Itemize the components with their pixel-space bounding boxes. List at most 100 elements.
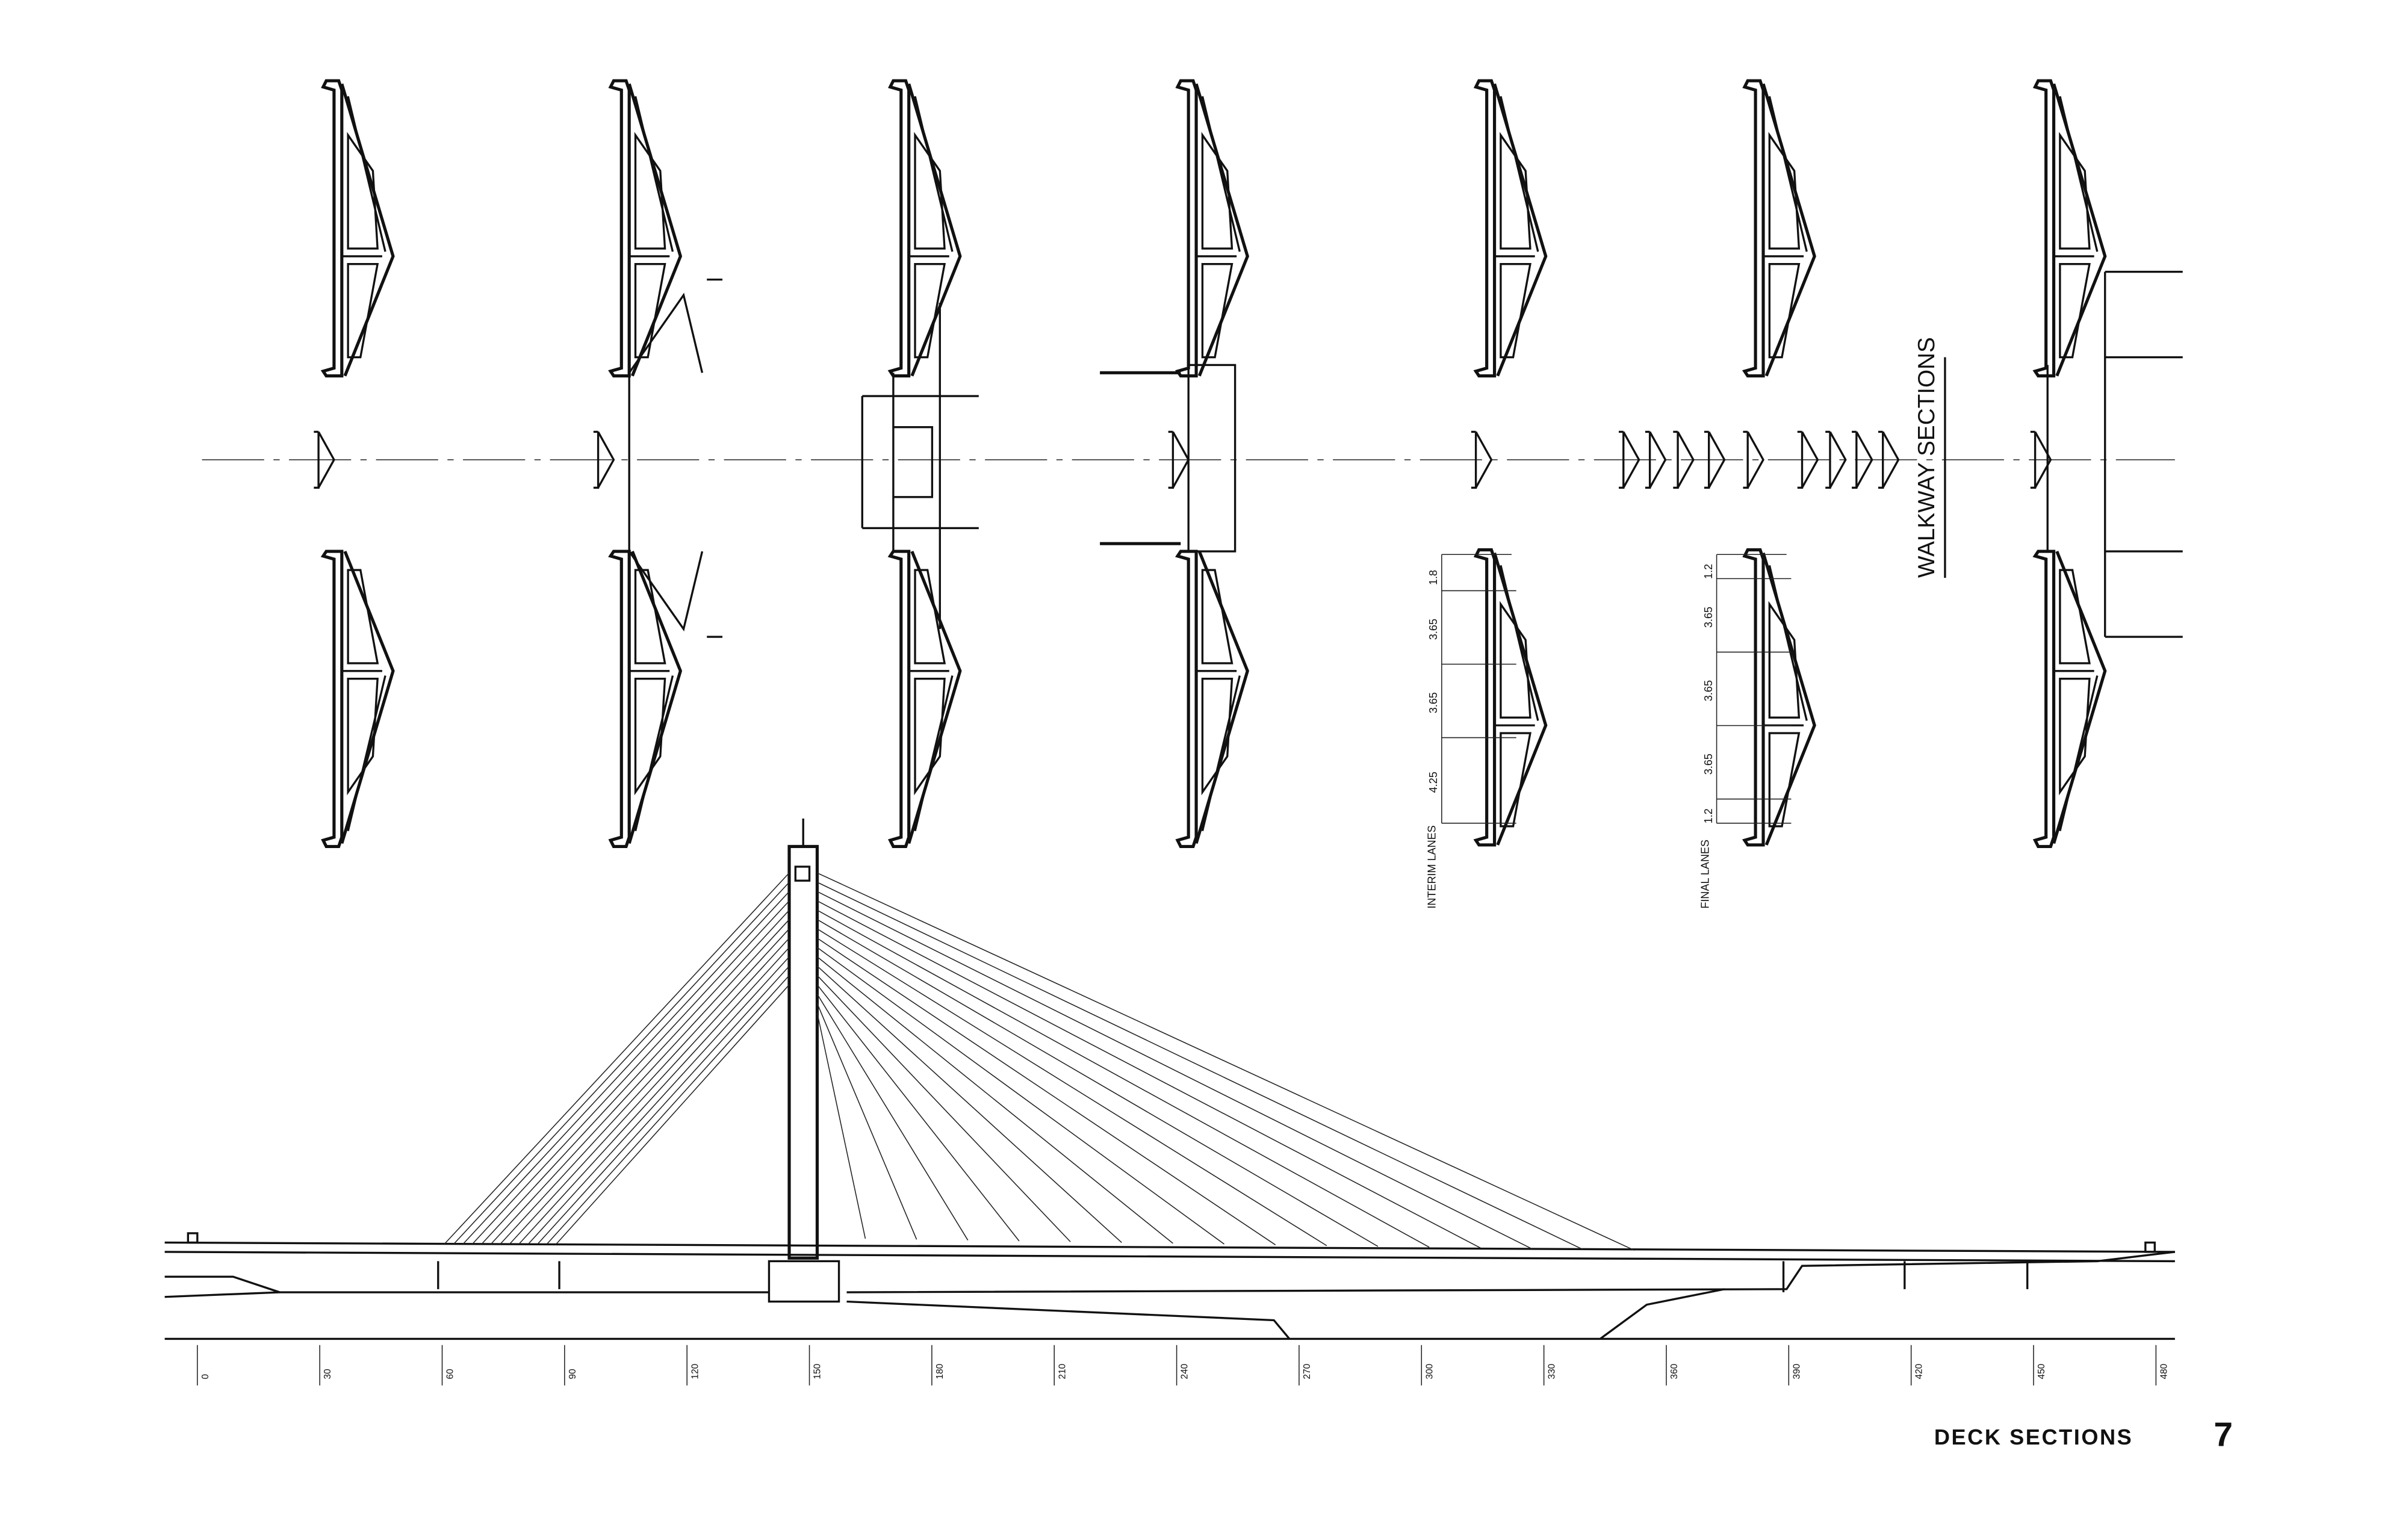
forestay-cable: [816, 965, 1122, 1243]
forestay-cable: [816, 984, 1020, 1242]
forestay-cable: [817, 872, 1635, 1251]
forestay-cable: [817, 919, 1379, 1247]
deck-section-upper: [1745, 81, 1814, 376]
deck-section-lower: [2035, 551, 2105, 846]
bridge-elevation: [164, 818, 2176, 1340]
walkway-section: [1878, 430, 1900, 489]
final-lanes-label: FINAL LANES: [1699, 840, 1711, 909]
backstay-cable: [527, 956, 790, 1245]
piers: [437, 1261, 2029, 1293]
deck-section-upper: [1178, 81, 1247, 376]
dimension-label: 4.25: [1427, 772, 1439, 793]
walkway-section: [1645, 430, 1667, 489]
backstay-cable: [462, 891, 790, 1245]
walkway-section: [1852, 430, 1873, 489]
walkway-section: [1704, 430, 1726, 489]
deck-section-upper: [610, 81, 680, 376]
interim-lanes-label: INTERIM LANES: [1426, 825, 1438, 908]
deck-section-lower: [1745, 550, 1814, 845]
dimension-label: 1.8: [1427, 570, 1439, 585]
forestay-cable: [817, 909, 1430, 1248]
forestay-cable: [817, 882, 1583, 1250]
backstay-cable: [481, 909, 790, 1245]
ground-line: [164, 1251, 2176, 1293]
walkway-section: [1471, 430, 1493, 489]
deck-section-lower: [1178, 551, 1247, 846]
pylon-foundation: [768, 1260, 840, 1303]
scale-tick-label: 120: [690, 1364, 700, 1380]
scale-tick-label: 30: [323, 1369, 333, 1379]
scale-tick-label: 150: [813, 1364, 823, 1380]
connection-detail: [628, 278, 723, 638]
scale-tick-label: 330: [1547, 1364, 1557, 1380]
backstay-cable: [518, 947, 790, 1245]
page-title: DECK SECTIONS: [1934, 1425, 2133, 1449]
walkway-section: [1619, 430, 1640, 489]
walkway-section: [1168, 430, 1190, 489]
abutment-right: [2144, 1241, 2156, 1253]
scale-tick-label: 420: [1914, 1364, 1925, 1380]
backstay-cable: [471, 900, 790, 1245]
scale-tick-label: 0: [200, 1374, 211, 1380]
interim-lanes-dimensions: 1.83.653.654.25: [1427, 554, 1516, 824]
walkway-sections-label: WALKWAY SECTIONS: [1914, 337, 1940, 578]
backstay-cable: [500, 928, 790, 1245]
scale-tick-label: 450: [2037, 1364, 2047, 1380]
forestay-cable: [817, 928, 1327, 1247]
deck-section-upper: [2035, 81, 2105, 376]
deck-section-upper: [1476, 81, 1546, 376]
scale-tick-label: 60: [445, 1369, 456, 1379]
backstay-cable: [444, 872, 790, 1245]
scale-tick-label: 180: [935, 1364, 945, 1380]
dimension-label: 3.65: [1702, 680, 1714, 701]
final-lanes-dimensions: 1.23.653.653.651.2: [1702, 554, 1792, 824]
scale-tick-label: 210: [1057, 1364, 1067, 1380]
deck-section-lower: [323, 551, 393, 846]
walkway-section: [2030, 430, 2052, 489]
backstay-cable: [509, 938, 790, 1245]
forestay-cable: [816, 1012, 866, 1239]
dimension-label: 3.65: [1702, 607, 1714, 628]
scale-tick-label: 240: [1180, 1364, 1190, 1380]
walkway-section: [1743, 430, 1764, 489]
forestay-cable: [817, 938, 1276, 1245]
connection-detail: [2046, 270, 2183, 638]
scale-tick-label: 300: [1424, 1364, 1435, 1380]
walkway-section: [1797, 430, 1819, 489]
scale-tick-label: 270: [1302, 1364, 1312, 1380]
scale-tick-label: 360: [1669, 1364, 1680, 1380]
scale-tick-label: 390: [1792, 1364, 1802, 1380]
bridge-deck: [164, 1241, 2175, 1263]
deck-section-lower: [1476, 550, 1546, 845]
walkway-section: [593, 430, 615, 489]
dimension-label: 1.2: [1702, 808, 1714, 823]
page-number: 7: [2214, 1416, 2233, 1454]
forestay-cable: [816, 975, 1071, 1242]
stay-cables: [444, 872, 1635, 1251]
forestay-cable: [816, 947, 1225, 1245]
walkway-section: [314, 430, 335, 489]
deck-section-upper: [323, 81, 393, 376]
connection-detail: [861, 303, 979, 630]
backstay-cable: [453, 882, 790, 1245]
deck-section-upper: [890, 81, 960, 376]
forestay-cable: [816, 956, 1173, 1244]
deck-section-lower: [890, 551, 960, 846]
walkway-section: [1825, 430, 1847, 489]
pylon-anchor: [794, 866, 811, 882]
pylon: [787, 844, 819, 1260]
dimension-label: 3.65: [1427, 692, 1439, 713]
deck-sections: [323, 81, 2183, 846]
backstay-cable: [546, 975, 790, 1245]
walkway-sections: [314, 430, 2052, 489]
forestay-cable: [817, 900, 1481, 1249]
forestay-cable: [816, 994, 969, 1240]
walkway-section: [1673, 430, 1695, 489]
backstay-cable: [556, 984, 790, 1245]
connection-detail: [1187, 364, 1237, 553]
backstay-cable: [537, 965, 790, 1245]
scale-tick-label: 480: [2159, 1364, 2169, 1380]
dimension-label: 3.65: [1702, 754, 1714, 775]
